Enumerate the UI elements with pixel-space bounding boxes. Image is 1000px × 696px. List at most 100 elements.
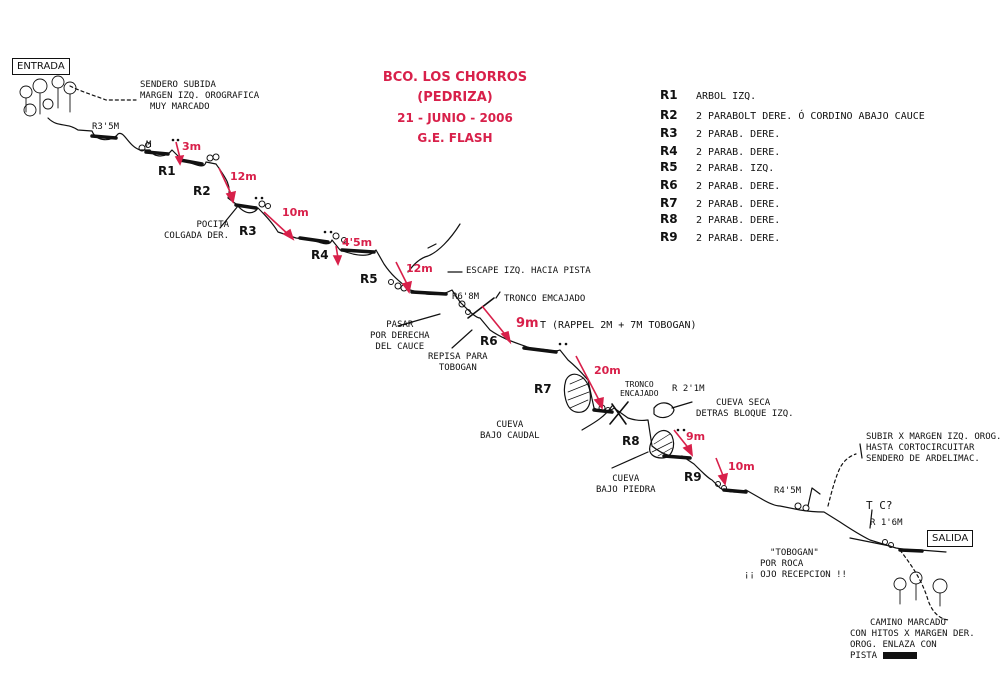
note-line: ENCAJADO [620,389,659,398]
note-line: TRONCO [624,380,654,389]
note-line: POR DERECHA [370,331,430,341]
rappel-label-r7: R7 [534,382,552,396]
note-line: SENDERO SUBIDA [140,80,216,90]
note-camino: CAMINO MARCADO CON HITOS X MARGEN DER. O… [850,618,975,662]
rappel-length-r7: 20m [594,364,621,377]
rappel-label-r8: R8 [622,434,640,448]
note-cueva-1: CUEVA BAJO CAUDAL [480,420,540,442]
note-escape: ESCAPE IZQ. HACIA PISTA [466,266,591,276]
legend-row: R4 2 PARAB. DERE. [660,144,780,158]
legend-key: R4 [660,144,678,158]
note-line: PISTA [850,651,975,662]
topo-title: BCO. LOS CHORROS (PEDRIZA) 21 - JUNIO - … [345,68,565,148]
legend-row: R7 2 PARAB. DERE. [660,196,780,210]
title-date: 21 - JUNIO - 2006 [397,111,513,125]
note-line: TOBOGAN [438,363,477,373]
note-rappel: t (RAPPEL 2m + 7m TOBOGAN) [540,320,697,331]
note-r6-8: r6'8m [452,292,480,302]
legend-text: 2 PARAB. DERE. [696,199,781,210]
title-region: (PEDRIZA) [417,90,493,105]
note-line: BAJO CAUDAL [480,431,540,441]
legend-key: R1 [660,88,678,102]
note-subir: SUBIR X MARGEN IZQ. OROG. HASTA CORTOCIR… [866,432,1000,465]
note-line: MUY MARCADO [150,102,210,112]
note-r3-5: r3'5m [92,122,120,132]
legend-text: 2 PARAB. DERE. [696,181,781,192]
title-canyon-name: BCO. LOS CHORROS [382,70,528,85]
note-line: REPISA PARA [428,352,488,362]
legend-key: R2 [660,108,678,122]
legend-row: R2 2 PARABOLT DERE. Ó CORDINO ABAJO CAUCE [660,108,925,122]
legend-row: R3 2 PARAB. DERE. [660,126,780,140]
rappel-length-r5: 12m [406,262,433,275]
rappel-label-r3: R3 [239,224,257,238]
legend-text: 2 PARAB. IZQ. [696,163,775,174]
rappel-length-r1: 3m [182,140,202,153]
note-tc: t c? [866,499,893,512]
rappel-length-r9: 10m [728,460,755,473]
rappel-length-r8: 9m [686,430,706,443]
legend-key: R7 [660,196,678,210]
note-line: CAMINO MARCADO [870,618,946,628]
note-pista: PISTA [850,651,878,661]
rappel-length-r4: 4'5m [342,236,373,249]
rappel-label-r5: R5 [360,272,378,286]
legend-text: ARBOL IZQ. [696,91,757,102]
note-line: COLGADA DER. [164,231,230,241]
note-line: HASTA CORTOCIRCUITAR [866,443,975,453]
note-m: m [146,140,152,150]
legend-text: 2 PARAB. DERE. [696,215,781,226]
note-cueva-seca: CUEVA SECA DETRAS BLOQUE IZQ. [696,398,794,420]
note-line: CUEVA SECA [716,398,771,408]
salida-box: SALIDA [927,530,974,547]
legend-row: R5 2 PARAB. IZQ. [660,160,774,174]
legend-key: R3 [660,126,678,140]
note-line: "TOBOGAN" [770,548,819,558]
note-line: CON HITOS X MARGEN DER. [850,629,975,639]
legend-text: 2 PARAB. DERE. [696,129,781,140]
note-repisa: REPISA PARA TOBOGAN [428,352,488,374]
legend-key: R6 [660,178,678,192]
note-line: POCITA [196,220,230,230]
rappel-label-r9: R9 [684,470,702,484]
pista-scribble [882,652,917,659]
rappel-length-r2: 12m [230,170,257,183]
note-pocita: POCITA COLGADA DER. [164,220,229,242]
legend-row: R1 ARBOL IZQ. [660,88,756,102]
note-line: CUEVA [496,420,524,430]
legend-text: 2 PARAB. DERE. [696,147,781,158]
legend-text: 2 PARABOLT DERE. Ó CORDINO ABAJO CAUCE [696,111,925,122]
note-line: PASAR [386,320,414,330]
note-line: BAJO PIEDRA [596,485,656,495]
note-line: OROG. ENLAZA CON [850,640,937,650]
note-r1-6: r 1'6m [870,518,903,528]
note-sendero: SENDERO SUBIDA MARGEN IZQ. OROGRAFICA MU… [140,80,259,113]
note-line: SUBIR X MARGEN IZQ. OROG. [866,432,1000,442]
note-line: SENDERO DE ARDELIMAC. [866,454,980,464]
legend-text: 2 PARAB. DERE. [696,233,781,244]
note-line: MARGEN IZQ. OROGRAFICA [140,91,260,101]
note-r4-5: r4'5m [774,486,802,496]
note-r2-1: r 2'1m [672,384,705,394]
legend-key: R5 [660,160,678,174]
rappel-length-r3: 10m [282,206,309,219]
note-line: ¡¡ OJO RECEPCION !! [744,570,847,580]
title-group: G.E. FLASH [417,131,493,145]
note-tronco-1: TRONCO EMCAJADO [504,294,586,304]
rappel-label-r2: R2 [193,184,211,198]
note-line: DETRAS BLOQUE IZQ. [696,409,794,419]
note-line: CUEVA [612,474,640,484]
note-line: POR ROCA [760,559,804,569]
note-pasar: PASAR POR DERECHA DEL CAUCE [370,320,430,353]
rappel-label-r1: R1 [158,164,176,178]
note-tobogan: "TOBOGAN" POR ROCA ¡¡ OJO RECEPCION !! [744,548,847,581]
legend-key: R9 [660,230,678,244]
note-cueva-2: CUEVA BAJO PIEDRA [596,474,656,496]
entrada-box: ENTRADA [12,58,70,75]
rappel-label-r6: R6 [480,334,498,348]
legend-row: R6 2 PARAB. DERE. [660,178,780,192]
rappel-length-r6: 9m [516,316,539,331]
